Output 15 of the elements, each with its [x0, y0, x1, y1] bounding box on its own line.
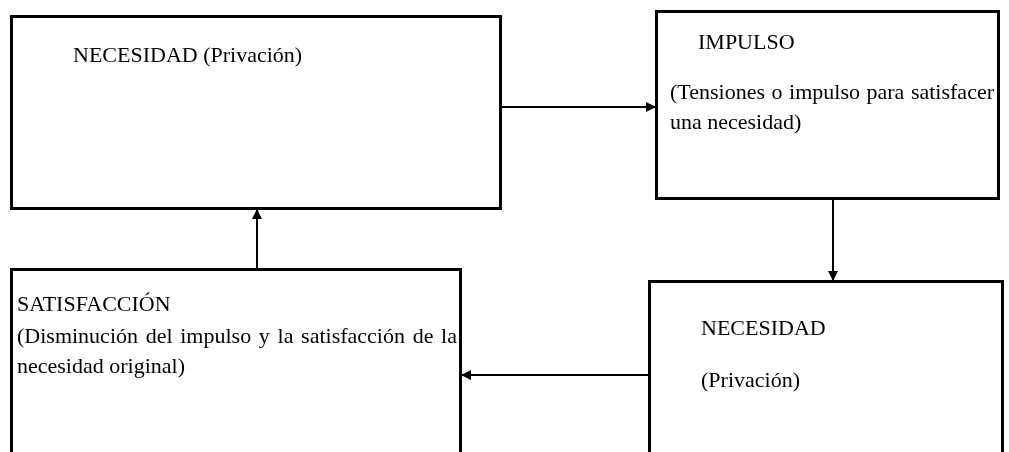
arrow	[461, 370, 649, 380]
box-heading: NECESIDAD (Privación)	[73, 41, 304, 69]
arrow	[252, 209, 262, 269]
arrow	[501, 102, 656, 112]
box-description: (Tensiones o impulso para satisfacer una necesidad)	[670, 78, 994, 136]
arrow	[828, 199, 838, 281]
box-heading: IMPULSO	[698, 28, 796, 56]
process-box	[10, 268, 462, 452]
box-heading: SATISFACCIÓN	[17, 290, 172, 318]
box-heading: NECESIDAD	[701, 314, 827, 342]
process-box	[10, 15, 502, 210]
box-description: (Disminución del impulso y la satisfacción de la necesidad original)	[17, 322, 457, 380]
process-box	[655, 10, 1000, 200]
process-box	[648, 280, 1004, 452]
box-description: (Privación)	[701, 366, 801, 394]
